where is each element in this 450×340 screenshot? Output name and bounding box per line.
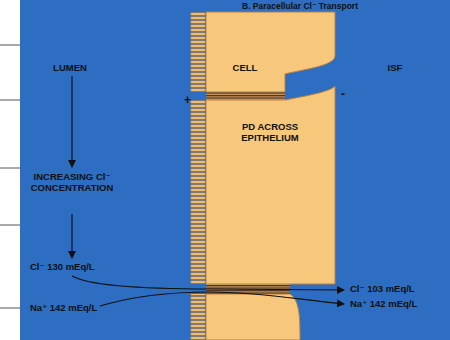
gradient-arrow [71, 76, 72, 258]
diagram-title: B. Paracellular Cl⁻ Transport [242, 1, 358, 11]
concentration-label: Na⁺ 142 mEq/L [350, 299, 417, 310]
cell-label: CELL [233, 62, 258, 73]
charge-sign: - [341, 88, 345, 102]
concentration-label: Cl⁻ 130 mEq/L [30, 262, 95, 273]
cell-region: CELL [215, 60, 275, 76]
cell-label: PD ACROSS EPITHELIUM [231, 121, 309, 144]
page-strip [0, 0, 20, 340]
cell-region: PD ACROSS EPITHELIUM [215, 112, 325, 152]
table-lines [0, 45, 20, 308]
gradient-label: INCREASING Cl⁻ CONCENTRATION [31, 172, 114, 194]
charge-sign: + [184, 94, 191, 108]
region-label: ISF [388, 63, 403, 74]
region-label: LUMEN [53, 63, 87, 74]
brush-border [190, 12, 206, 340]
concentration-label: Na⁺ 142 mEq/L [30, 303, 97, 314]
epithelial-cells [206, 12, 335, 340]
flux-arrow [72, 276, 344, 306]
concentration-label: Cl⁻ 103 mEq/L [350, 284, 415, 295]
panel-ground [20, 0, 450, 340]
